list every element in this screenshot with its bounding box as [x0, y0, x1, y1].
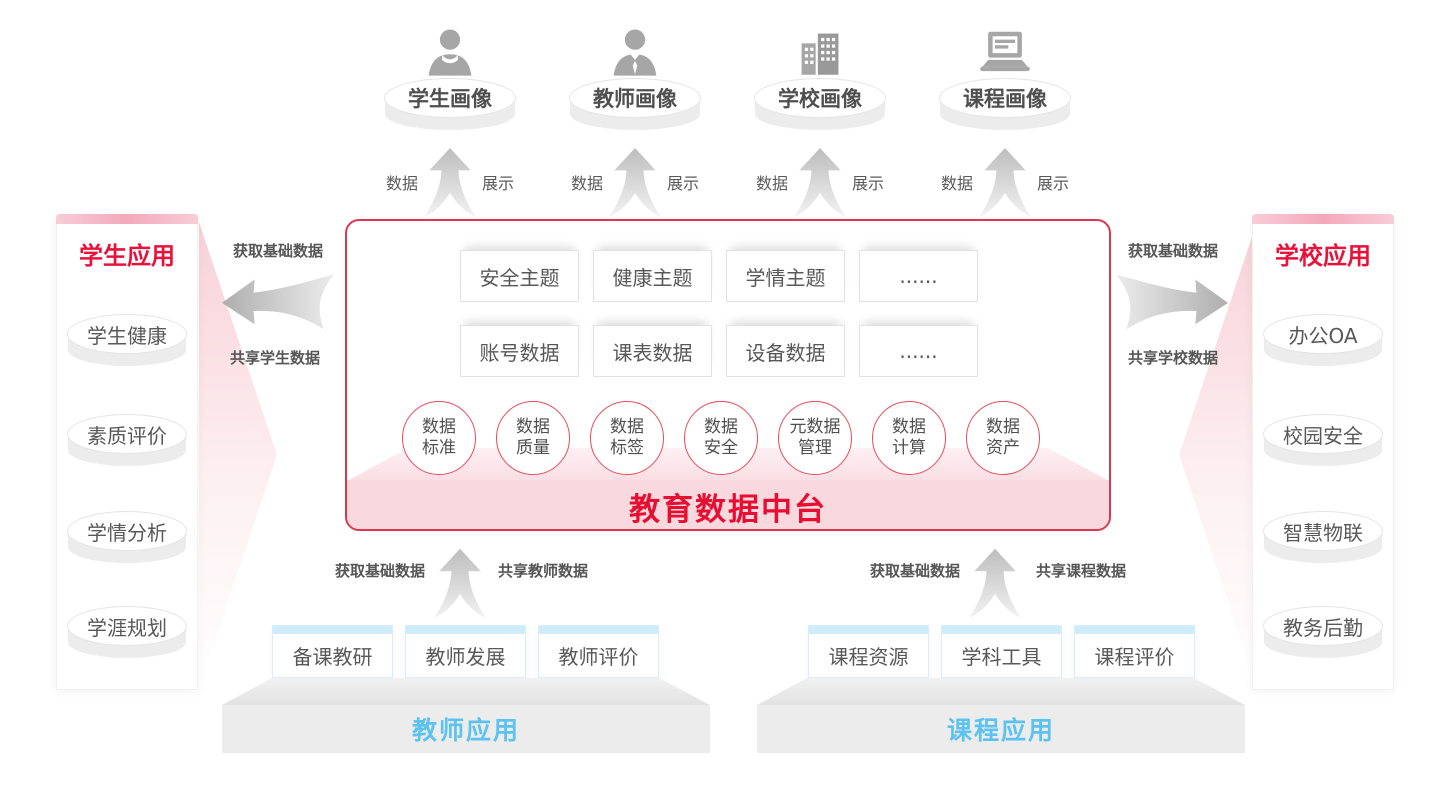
school-portrait-cylinder: 学校画像 [754, 78, 886, 136]
student-apps-title: 学生应用 [79, 242, 175, 270]
portrait-label: 课程画像 [939, 78, 1071, 118]
portrait-teacher: 教师画像 数据 展示 [545, 24, 725, 224]
right-link-top-label: 获取基础数据 [1128, 242, 1219, 260]
teacher-link-left-label: 获取基础数据 [334, 562, 425, 580]
course-app-box: 课程资源 [808, 625, 929, 678]
theme-box: ...... [859, 250, 978, 302]
course-link-right-label: 共享课程数据 [1036, 562, 1127, 580]
data-box: 设备数据 [726, 325, 845, 377]
panel-top-bar [1252, 214, 1394, 224]
list-item: 学涯规划 [67, 606, 187, 662]
flow-display-label: 展示 [1037, 174, 1070, 193]
up-arrow-icon [794, 148, 846, 222]
course-app-box: 课程评价 [1074, 625, 1195, 678]
up-arrow-icon [424, 148, 476, 222]
student-portrait-cylinder: 学生画像 [384, 78, 516, 136]
teacher-app-box: 教师发展 [405, 625, 526, 678]
portrait-label: 学生画像 [384, 78, 516, 118]
data-platform-box: 安全主题 健康主题 学情主题 ...... 账号数据 课表数据 设备数据 ...… [345, 219, 1111, 531]
data-box: 账号数据 [460, 325, 579, 377]
data-box: ...... [859, 325, 978, 377]
theme-box: 健康主题 [593, 250, 712, 302]
flow-data-label: 数据 [755, 174, 788, 193]
up-arrow-icon [609, 148, 661, 222]
theme-box: 安全主题 [460, 250, 579, 302]
student-apps-panel: 学生应用 学生健康 素质评价 学情分析 学涯规划 [56, 214, 198, 690]
list-item: 学情分析 [67, 511, 187, 567]
school-apps-panel: 学校应用 办公OA 校园安全 智慧物联 教务后勤 [1252, 214, 1394, 690]
capability-circle: 数据质量 [496, 401, 570, 475]
flow-display-label: 展示 [667, 174, 700, 193]
school-apps-title: 学校应用 [1275, 242, 1371, 270]
capability-circle: 数据标准 [402, 401, 476, 475]
capability-circle: 数据计算 [872, 401, 946, 475]
left-link-top-label: 获取基础数据 [233, 242, 324, 260]
capability-circle: 元数据管理 [778, 401, 852, 475]
capability-circle: 数据安全 [684, 401, 758, 475]
list-item: 素质评价 [67, 414, 187, 470]
course-link-left-label: 获取基础数据 [869, 562, 960, 580]
portrait-label: 学校画像 [754, 78, 886, 118]
list-item: 智慧物联 [1263, 511, 1383, 567]
flow-data-label: 数据 [940, 174, 973, 193]
portrait-label: 教师画像 [569, 78, 701, 118]
list-item: 教务后勤 [1263, 606, 1383, 662]
course-platform-title: 课程应用 [757, 705, 1245, 753]
teacher-icon [608, 26, 662, 78]
course-up-arrow-icon [969, 543, 1021, 629]
school-icon [793, 26, 847, 78]
up-arrow-icon [979, 148, 1031, 222]
teacher-portrait-cylinder: 教师画像 [569, 78, 701, 136]
left-arrow-icon [222, 266, 334, 350]
teacher-platform-top [222, 678, 710, 705]
portrait-student: 学生画像 数据 展示 [360, 24, 540, 224]
teacher-up-arrow-icon [434, 543, 486, 629]
data-box: 课表数据 [593, 325, 712, 377]
teacher-app-box: 备课教研 [272, 625, 393, 678]
flow-data-label: 数据 [570, 174, 603, 193]
teacher-platform-title: 教师应用 [222, 705, 710, 753]
flow-display-label: 展示 [852, 174, 885, 193]
left-link-bottom-label: 共享学生数据 [230, 349, 321, 367]
portrait-school: 学校画像 数据 展示 [730, 24, 910, 224]
list-item: 办公OA [1263, 314, 1383, 370]
teacher-app-box: 教师评价 [538, 625, 659, 678]
teacher-link-right-label: 共享教师数据 [498, 562, 589, 580]
right-arrow-icon [1116, 266, 1228, 350]
course-app-box: 学科工具 [941, 625, 1062, 678]
flow-data-label: 数据 [385, 174, 418, 193]
portrait-course: 课程画像 数据 展示 [915, 24, 1095, 224]
capability-circle: 数据标签 [590, 401, 664, 475]
list-item: 学生健康 [67, 314, 187, 370]
panel-top-bar [56, 214, 198, 224]
right-link-bottom-label: 共享学校数据 [1128, 349, 1219, 367]
course-platform-top [757, 678, 1245, 705]
platform-banner-title: 教育数据中台 [347, 480, 1109, 529]
course-portrait-cylinder: 课程画像 [939, 78, 1071, 136]
capability-circle: 数据资产 [966, 401, 1040, 475]
course-icon [978, 26, 1032, 78]
student-icon [423, 26, 477, 78]
theme-box: 学情主题 [726, 250, 845, 302]
list-item: 校园安全 [1263, 414, 1383, 470]
flow-display-label: 展示 [482, 174, 515, 193]
